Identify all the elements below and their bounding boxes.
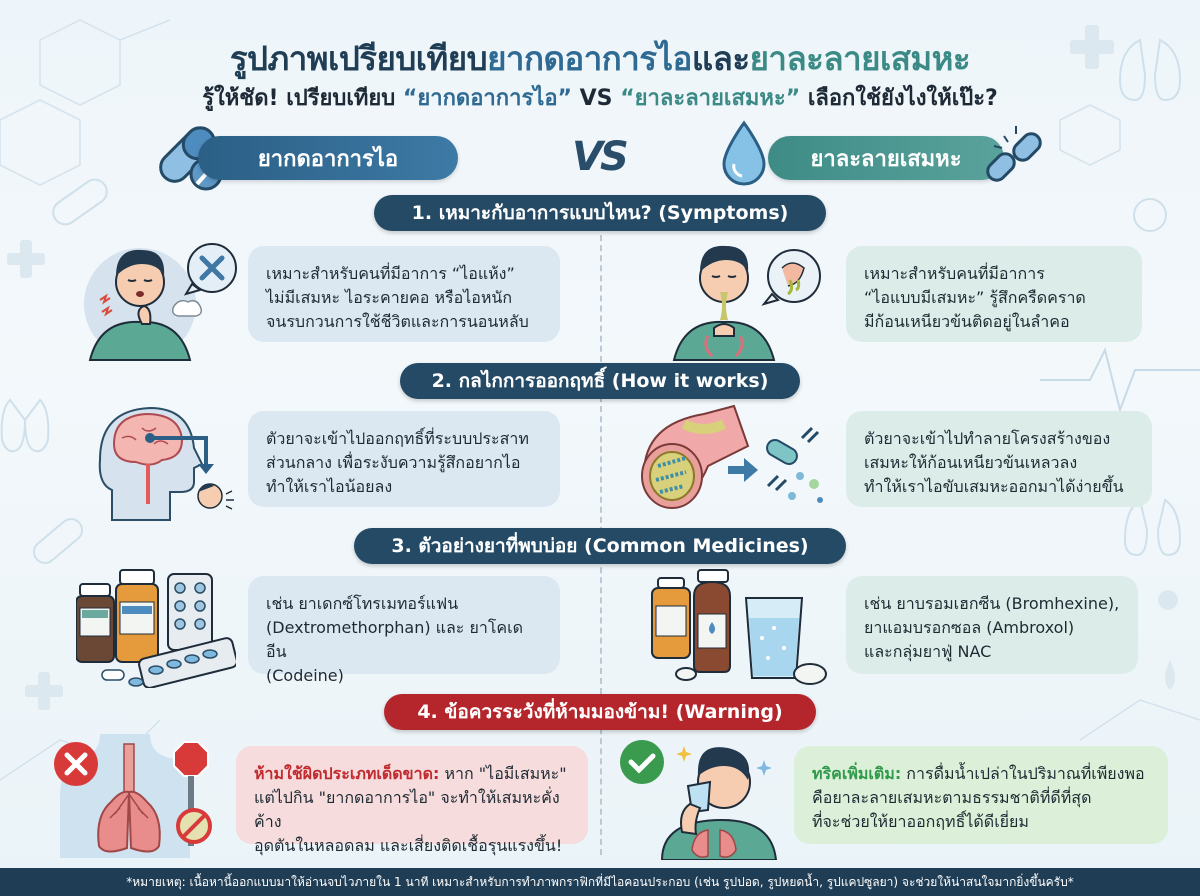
warning-misuse-card: ห้ามใช้ผิดประเภทเด็ดขาด: หาก "ไอมีเสมหะ"… [236,746,588,855]
coughing-person-icon [84,243,237,361]
section-title-warning: 4. ข้อควรระวังที่ห้ามมองข้าม! (Warning) [384,694,816,730]
mechanism-cough-card: ตัวยาจะเข้าไปออกฤทธิ์ที่ระบบประสาท ส่วนก… [248,411,560,507]
tip-water-card: ทริคเพิ่มเติม: การดื่มน้ำเปล่าในปริมาณที… [794,746,1168,844]
section-title-medicines: 3. ตัวอย่างยาที่พบบ่อย (Common Medicines… [354,528,846,564]
water-drop-icon [722,120,766,186]
mucolytic-label: ยาละลายเสมหะ [768,136,1004,180]
broken-capsule-icon [986,126,1042,182]
lungs-stop-icon [54,734,212,858]
cough-suppressant-label: ยากดอาการไอ [198,136,458,180]
drinking-water-icon [620,740,778,860]
brain-signal-icon [98,406,234,521]
medicines-cough-card: เช่น ยาเดกซ์โทรเมทอร์แฟน (Dextromethorph… [248,576,560,685]
section-title-symptoms: 1. เหมาะกับอาการแบบไหน? (Symptoms) [374,195,826,231]
medicine-bottles-icon [76,569,236,688]
syrup-effervescent-icon [651,569,827,685]
page-subtitle: รู้ให้ชัด! เปรียบเทียบ “ยากดอาการไอ” VS … [202,86,998,111]
page-title: รูปภาพเปรียบเทียบยากดอาการไอและยาละลายเส… [229,39,971,78]
phlegm-person-icon [672,245,821,361]
symptoms-mucus-card: เหมาะสำหรับคนที่มีอาการ “ไอแบบมีเสมหะ” ร… [846,246,1142,342]
mechanism-mucus-card: ตัวยาจะเข้าไปทำลายโครงสร้างของ เสมหะให้ก… [846,411,1152,507]
footer-note: *หมายเหตุ: เนื้อหานี้ออกแบบมาให้อ่านจบไว… [0,868,1200,896]
symptoms-cough-card: เหมาะสำหรับคนที่มีอาการ “ไอแห้ง” ไม่มีเส… [248,246,560,342]
section-title-mechanism: 2. กลไกการออกฤทธิ์ (How it works) [400,363,800,399]
vs-label: VS [572,134,629,180]
medicines-mucus-card: เช่น ยาบรอมเฮกซีน (Bromhexine), ยาแอมบรอ… [846,576,1138,674]
airway-mucus-breakdown-icon [641,404,823,509]
